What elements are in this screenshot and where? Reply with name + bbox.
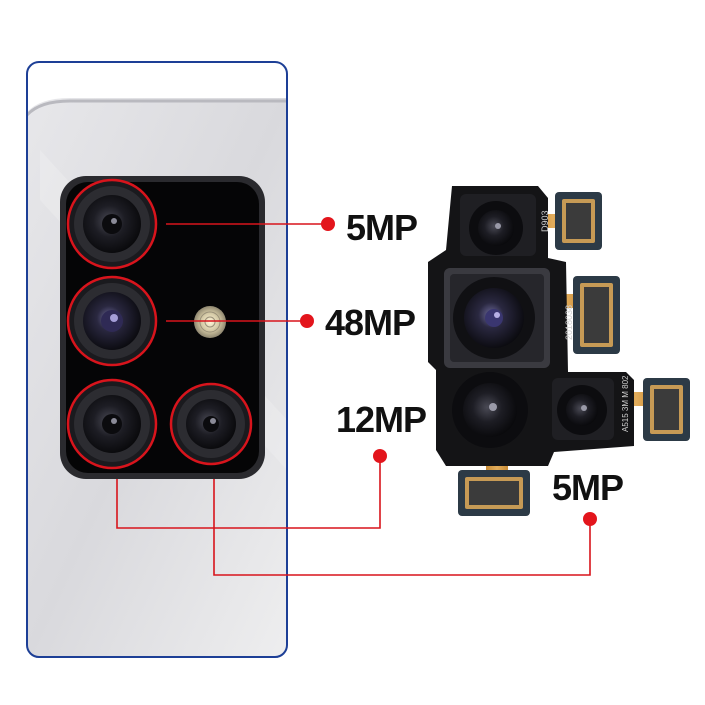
module-print-3: A515 3M M 802 [621, 375, 630, 432]
connector-4 [458, 470, 530, 516]
connector-2 [573, 276, 620, 354]
dot-main [300, 314, 314, 328]
flash-icon [194, 306, 226, 338]
dot-5mp-bottom [583, 512, 597, 526]
module-print-1: D903 [540, 210, 550, 232]
lens-top [68, 180, 156, 268]
callout-line-5mp-bottom [213, 479, 591, 576]
phone-back-photo [26, 61, 288, 658]
ring-bottom-right [169, 382, 253, 466]
ring-top [66, 178, 158, 270]
connector-1 [555, 192, 602, 250]
label-12mp: 12MP [336, 399, 426, 440]
lens-bottom-left [68, 380, 156, 468]
module-print-2: 2018038 [564, 305, 574, 340]
label-5mp-top: 5MP [346, 207, 417, 248]
label-5mp-bottom: 5MP [552, 467, 623, 508]
ring-main [66, 275, 158, 367]
lens-bottom-right [171, 384, 251, 464]
highlight-rings [66, 178, 253, 470]
ring-bottom-left [66, 378, 158, 470]
callout-lines [116, 223, 591, 576]
photo-frame-border [26, 61, 288, 658]
camera-module-photo: D903 2018038 A515 3M M 802 [428, 186, 690, 516]
label-48mp: 48MP [325, 302, 415, 343]
connector-3 [643, 378, 690, 441]
callout-dots [300, 217, 597, 526]
lens-main [68, 277, 156, 365]
dot-top [321, 217, 335, 231]
dot-12mp [373, 449, 387, 463]
callout-line-12mp [116, 456, 381, 529]
